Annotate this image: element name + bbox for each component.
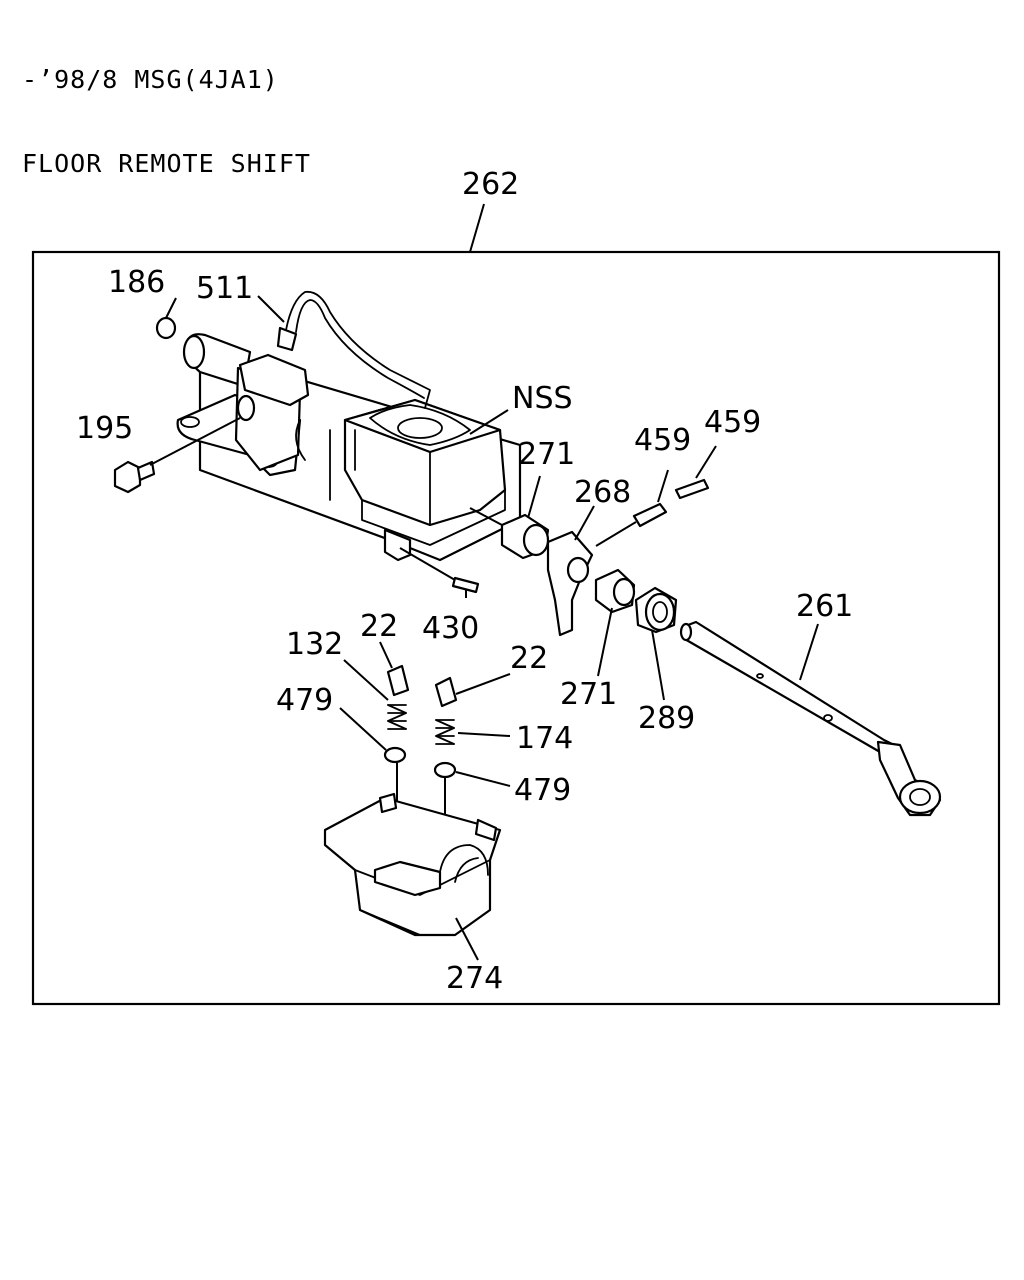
callout-479-right: 479 bbox=[514, 773, 571, 808]
header-title-line: FLOOR REMOTE SHIFT bbox=[22, 149, 311, 178]
callout-186: 186 bbox=[108, 265, 165, 300]
callout-22-left: 22 bbox=[360, 609, 398, 644]
shift-housing bbox=[176, 333, 522, 562]
callout-289: 289 bbox=[638, 701, 695, 736]
hose-511 bbox=[285, 290, 431, 409]
callout-430: 430 bbox=[422, 611, 479, 646]
seal-289 bbox=[634, 586, 678, 634]
bushing-271-lower bbox=[594, 568, 636, 614]
callout-459-b: 459 bbox=[704, 405, 761, 440]
callout-459-a: 459 bbox=[634, 423, 691, 458]
callout-268: 268 bbox=[574, 475, 631, 510]
plunger-22-left bbox=[386, 664, 410, 697]
shift-arm-268 bbox=[546, 530, 594, 637]
diagram-header: -’98/8 MSG(4JA1) FLOOR REMOTE SHIFT bbox=[22, 10, 311, 206]
bolt-195 bbox=[113, 417, 241, 494]
callout-271-lower: 271 bbox=[560, 677, 617, 712]
spring-174 bbox=[435, 719, 455, 745]
header-model-line: -’98/8 MSG(4JA1) bbox=[22, 65, 279, 94]
callout-479-left: 479 bbox=[276, 683, 333, 718]
cover-274 bbox=[323, 792, 502, 937]
pin-459-b bbox=[674, 478, 710, 500]
assembly-frame bbox=[31, 250, 1001, 1006]
bushing-271-upper bbox=[469, 507, 550, 560]
callout-195: 195 bbox=[76, 411, 133, 446]
plug-186 bbox=[155, 316, 177, 340]
pin-459-a bbox=[632, 502, 668, 528]
spring-132 bbox=[387, 704, 407, 730]
leader-262 bbox=[469, 203, 485, 253]
callout-271-upper: 271 bbox=[518, 437, 575, 472]
callout-nss: NSS bbox=[512, 381, 573, 416]
callout-262: 262 bbox=[462, 167, 519, 202]
callout-261: 261 bbox=[796, 589, 853, 624]
shift-lever-261 bbox=[679, 620, 942, 817]
callout-22-right: 22 bbox=[510, 641, 548, 676]
o-ring-479-left bbox=[383, 746, 407, 764]
o-ring-479-right bbox=[433, 761, 457, 779]
callout-132: 132 bbox=[286, 627, 343, 662]
pin-430 bbox=[451, 576, 480, 594]
plunger-22-right bbox=[434, 676, 458, 708]
callout-174: 174 bbox=[516, 721, 573, 756]
callout-274: 274 bbox=[446, 961, 503, 996]
callout-511: 511 bbox=[196, 271, 253, 306]
